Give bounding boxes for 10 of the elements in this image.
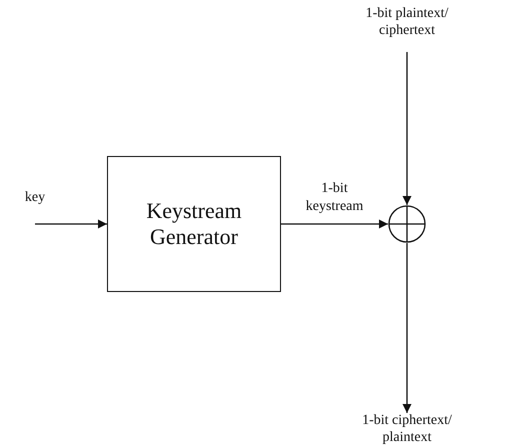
input-label: 1-bit plaintext/ ciphertext bbox=[347, 6, 467, 52]
arrow bbox=[402, 52, 412, 205]
xor-symbol bbox=[388, 205, 426, 243]
arrow bbox=[281, 220, 388, 228]
process-box bbox=[107, 156, 281, 292]
box-label: Keystream Generator bbox=[145, 198, 243, 250]
arrow bbox=[402, 243, 412, 413]
arrow bbox=[35, 220, 107, 228]
output-label: 1-bit ciphertext/ plaintext bbox=[347, 413, 467, 447]
input-label: key bbox=[20, 190, 50, 224]
